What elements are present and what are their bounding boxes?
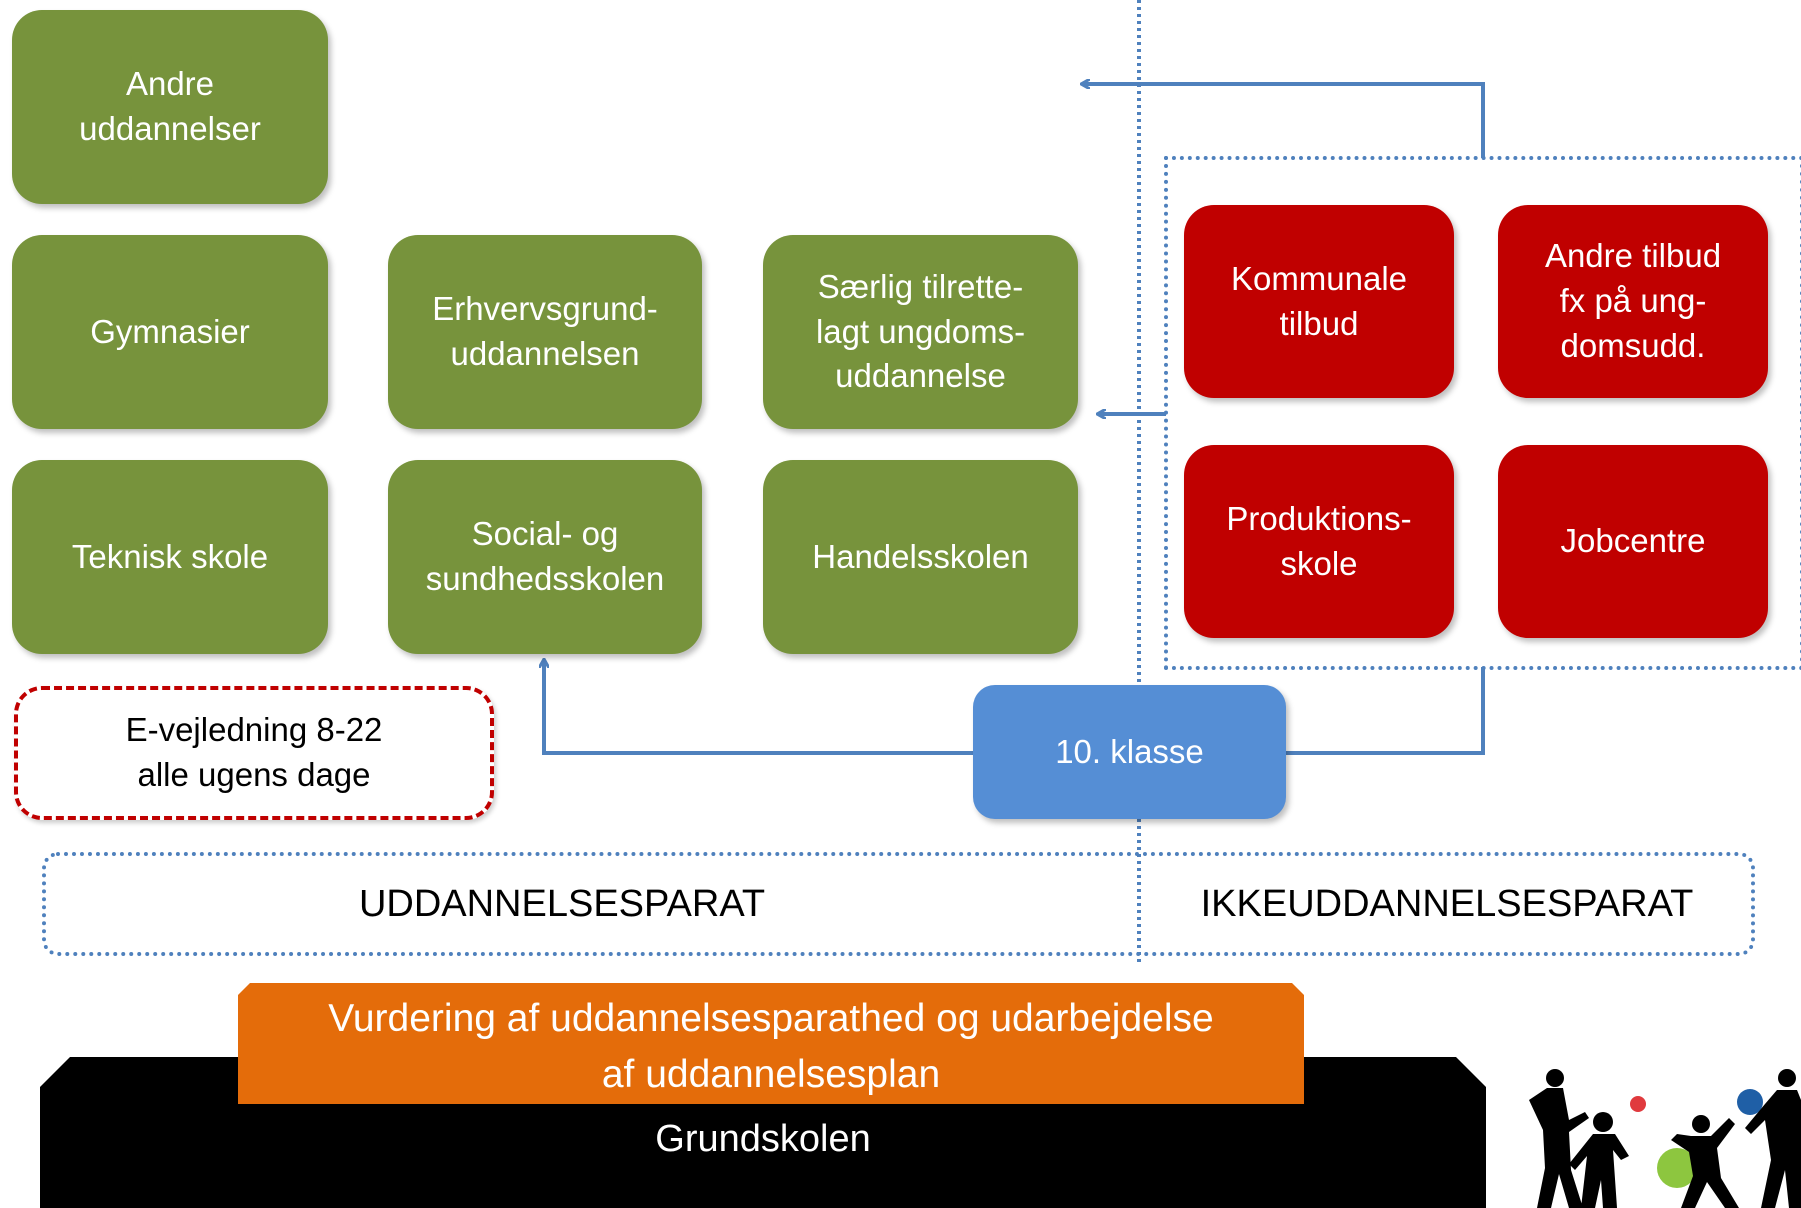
grundskolen-label: Grundskolen	[655, 1118, 871, 1160]
node-produktionsskole: Produktions- skole	[1184, 445, 1454, 638]
node-kommunale-tilbud: Kommunale tilbud	[1184, 205, 1454, 398]
ikkeuddannelsesparat-label: IKKEUDDANNELSESPARAT	[1200, 882, 1694, 925]
node-10-klasse: 10. klasse	[973, 685, 1286, 819]
connector-top	[1082, 84, 1485, 158]
node-andre-uddannelser: Andre uddannelser	[12, 10, 328, 204]
dancing-people-logo-icon	[1529, 1069, 1801, 1208]
readiness-band	[42, 852, 1755, 956]
node-gymnasier: Gymnasier	[12, 235, 328, 429]
node-andre-tilbud: Andre tilbud fx på ung- domsudd.	[1498, 205, 1768, 398]
node-teknisk-skole: Teknisk skole	[12, 460, 328, 654]
assessment-banner-text: Vurdering af uddannelsesparathed og udar…	[328, 997, 1214, 1096]
e-vejledning-text: E-vejledning 8-22 alle ugens dage	[125, 711, 383, 793]
uddannelsesparat-label: UDDANNELSESPARAT	[358, 882, 766, 925]
node-handelsskolen: Handelsskolen	[763, 460, 1078, 654]
node-saerlig-tilrettelagt: Særlig tilrette- lagt ungdoms- uddannels…	[763, 235, 1078, 429]
e-vejledning-callout: E-vejledning 8-22 alle ugens dage	[14, 686, 494, 820]
node-erhvervsgrunduddannelsen: Erhvervsgrund- uddannelsen	[388, 235, 702, 429]
node-jobcentre: Jobcentre	[1498, 445, 1768, 638]
assessment-banner-shape	[238, 983, 1304, 1104]
node-social-sundhedsskolen: Social- og sundhedsskolen	[388, 460, 702, 654]
